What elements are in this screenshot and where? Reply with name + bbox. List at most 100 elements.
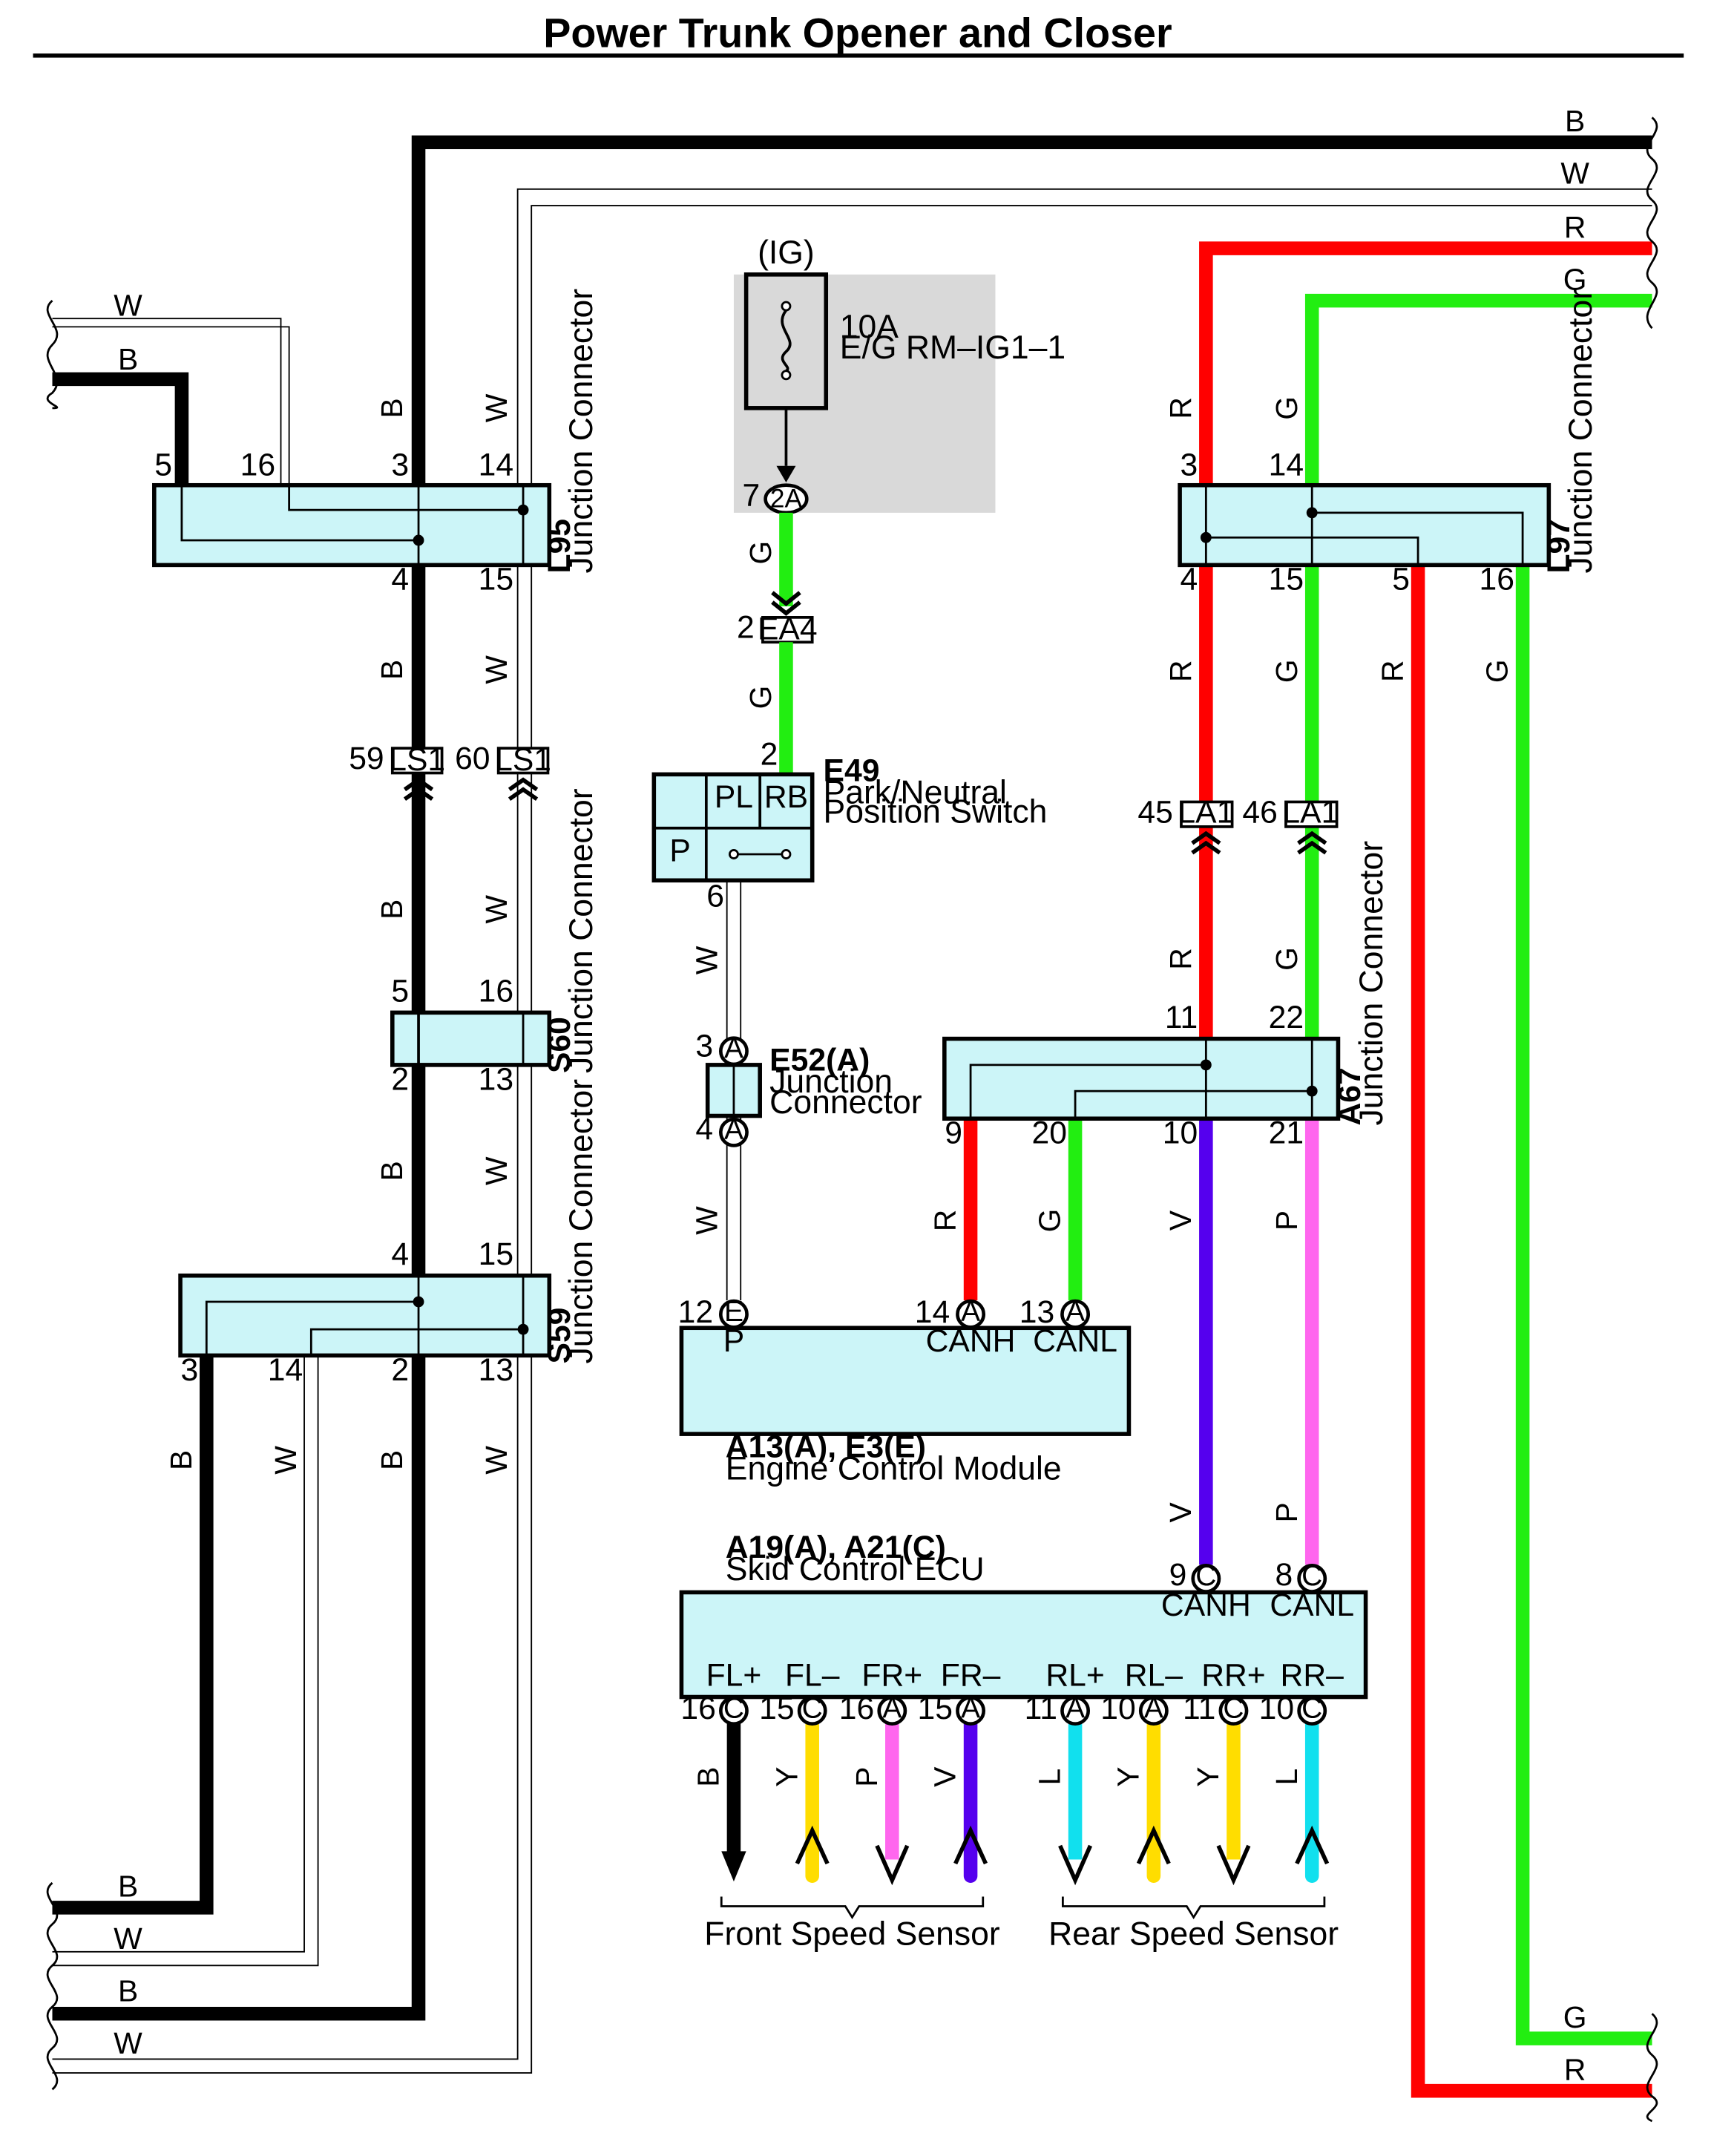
inline-connector-la1-r — [1180, 800, 1234, 855]
ecu-terminal-group: C16FL+BC15FL–YA16FR+PA15FR–VA11RL+LA10RL… — [680, 1658, 1344, 1886]
ls1-b-pin: 59 — [349, 741, 384, 776]
svg-text:Y: Y — [1191, 1767, 1225, 1787]
svg-text:V: V — [928, 1766, 962, 1787]
ea4-code: EA4 — [758, 612, 818, 647]
wire-color-label: R — [1163, 948, 1198, 969]
e49-p-label: P — [669, 833, 690, 868]
ls1-w-pin: 60 — [455, 741, 490, 776]
s59-pin4: 4 — [391, 1236, 409, 1272]
svg-text:16: 16 — [680, 1691, 715, 1726]
e49-desc1: Park/Neutral — [824, 774, 1007, 810]
engine-control-module — [679, 1326, 1132, 1436]
wire-label-w-left-1: W — [114, 1921, 142, 1956]
ecm-code: A13(A), E3(E) — [726, 1429, 926, 1465]
a2-code: 2A — [770, 484, 803, 513]
front-sensor-brace — [720, 1896, 985, 1920]
up-arrow-icon — [953, 1825, 988, 1865]
svg-text:Junction Connector: Junction Connector — [563, 289, 600, 574]
page-title: Power Trunk Opener and Closer — [543, 10, 1172, 56]
a67-pin10: 10 — [1163, 1115, 1198, 1151]
la1-r-code: LA1 — [1178, 794, 1234, 830]
wire-b-s59-bottom — [52, 1357, 426, 2021]
wire-b-main-top — [411, 135, 1652, 484]
l95-pin15: 15 — [479, 562, 513, 597]
svg-text:E: E — [724, 1296, 743, 1328]
s59-pin15: 15 — [479, 1236, 513, 1272]
ecm-desc: Engine Control Module — [726, 1450, 1062, 1487]
fuse-rating: 10A — [840, 309, 899, 345]
down-arrow-icon — [1216, 1844, 1251, 1886]
wire-color-label: V — [1163, 1210, 1198, 1231]
svg-text:A: A — [1065, 1296, 1085, 1328]
la1-g-pin: 46 — [1242, 794, 1277, 830]
ea4-chevron-2 — [771, 600, 801, 616]
svg-text:A: A — [961, 1692, 980, 1724]
a67-pin9: 9 — [945, 1115, 962, 1151]
terminal-letter: A — [956, 1296, 986, 1329]
svg-text:C: C — [723, 1692, 744, 1724]
l95-pin16: 16 — [240, 448, 275, 483]
wire-color-label: W — [690, 1206, 724, 1235]
svg-text:Junction Connector: Junction Connector — [563, 788, 600, 1073]
svg-text:A: A — [724, 1033, 743, 1065]
wire-label-b-left-1: B — [118, 1870, 138, 1904]
ecm-canl-label: CANL — [1033, 1323, 1117, 1359]
l97-pin5: 5 — [1392, 562, 1410, 597]
svg-text:10: 10 — [1100, 1691, 1135, 1726]
svg-text:FL+: FL+ — [706, 1658, 762, 1694]
wire-color-label: B — [375, 900, 409, 920]
switch-e49 — [651, 772, 815, 883]
l95-pin3: 3 — [391, 448, 409, 483]
ea4-chevron-1 — [771, 591, 801, 606]
svg-text:11: 11 — [1025, 1691, 1057, 1726]
up-arrow-icon — [795, 1825, 830, 1865]
wire-color-label: B — [375, 660, 409, 680]
wire-color-label: W — [479, 393, 513, 422]
terminal-letter: E — [718, 1296, 749, 1329]
e49-desc2: Position Switch — [824, 793, 1048, 830]
s60-pin2: 2 — [391, 1061, 409, 1097]
terminal-letter: A — [718, 1114, 749, 1147]
fuse-box — [733, 274, 996, 513]
svg-text:A: A — [961, 1296, 980, 1328]
wire-b-left-upper — [52, 372, 189, 484]
l95-pin14: 14 — [479, 448, 513, 483]
terminal-letter: C — [1297, 1560, 1327, 1593]
rear-speed-sensor-label: Rear Speed Sensor — [1048, 1916, 1339, 1952]
wire-color-label: G — [1480, 659, 1514, 683]
svg-text:C: C — [802, 1692, 823, 1724]
ecu-pin8: 8 — [1275, 1557, 1293, 1593]
wire-color-label: R — [1376, 660, 1410, 681]
wire-color-label: G — [1033, 1209, 1067, 1233]
e49-pl-label: PL — [715, 779, 753, 815]
ls1-w-code: LS1 — [495, 742, 551, 778]
l97-pin4: 4 — [1180, 562, 1198, 597]
svg-text:C: C — [1301, 1560, 1322, 1592]
inline-connector-ls1-w — [496, 747, 550, 802]
e49-code: E49 — [824, 753, 880, 789]
skid-control-ecu — [679, 1590, 1368, 1700]
l97-pin3: 3 — [1180, 448, 1198, 483]
front-speed-sensor-label: Front Speed Sensor — [704, 1916, 1000, 1952]
s59-pin3: 3 — [180, 1352, 198, 1388]
wire-end-breaks-right — [1646, 117, 1658, 2123]
wire-color-label: B — [375, 398, 409, 418]
e49-rb-label: RB — [764, 779, 808, 815]
svg-text:FR–: FR– — [941, 1658, 1001, 1694]
a67-pin11: 11 — [1165, 1000, 1198, 1035]
wire-label-w-left-top: W — [114, 289, 142, 323]
fuse-arrow-icon — [776, 465, 796, 483]
up-arrow-icon — [1295, 1825, 1330, 1865]
s60-pin5: 5 — [391, 974, 409, 1009]
wire-color-label: G — [1270, 396, 1304, 420]
wire-b-s59-pin3 — [52, 1357, 214, 1915]
wire-w-l95-s59 — [516, 565, 533, 1274]
